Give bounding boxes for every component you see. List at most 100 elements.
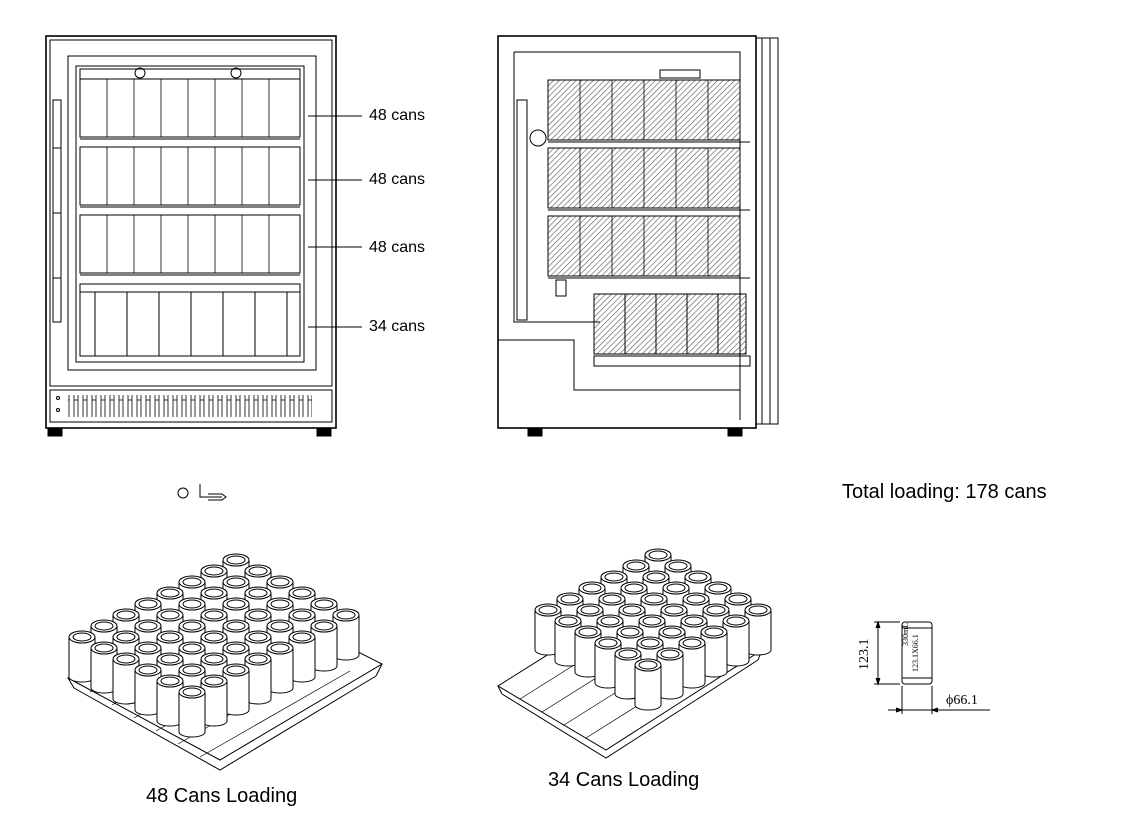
can-top-rim <box>558 616 578 626</box>
can-top-rim <box>204 632 224 642</box>
can-top-rim <box>622 605 642 615</box>
can-top-rim <box>684 616 704 626</box>
can-top-rim <box>660 649 680 659</box>
can-top-rim <box>116 632 136 642</box>
can-top-rim <box>604 572 624 582</box>
can-top-rim <box>666 583 686 593</box>
can-top-rim <box>226 621 246 631</box>
can-top-rim <box>538 605 558 615</box>
can-top-rim <box>706 605 726 615</box>
can-top-rim <box>638 660 658 670</box>
can-print-line1: 330mL <box>901 622 910 646</box>
tray-34-illustration <box>497 548 772 759</box>
can-top-rim <box>708 583 728 593</box>
can-top-rim <box>226 599 246 609</box>
can-top-rim <box>182 665 202 675</box>
tray-34-caption: 34 Cans Loading <box>548 769 700 791</box>
can-top-rim <box>686 594 706 604</box>
can-top-rim <box>580 605 600 615</box>
can-top-rim <box>270 621 290 631</box>
total-loading-label: Total loading: 178 cans <box>842 481 1047 503</box>
can-top-rim <box>94 643 114 653</box>
side-view <box>497 35 779 437</box>
can-top-rim <box>94 621 114 631</box>
can-top-rim <box>226 665 246 675</box>
front-shelf-1 <box>79 78 301 140</box>
can-top-rim <box>336 610 356 620</box>
can-top-rim <box>248 588 268 598</box>
can-top-rim <box>160 588 180 598</box>
can-top-rim <box>182 599 202 609</box>
can-top-rim <box>582 583 602 593</box>
can-top-rim <box>292 588 312 598</box>
can-top-rim <box>204 654 224 664</box>
shelf-label-4: 34 cans <box>369 318 426 335</box>
can-top-rim <box>600 616 620 626</box>
can-top-rim <box>314 621 334 631</box>
can-top-rim <box>270 599 290 609</box>
can-top-rim <box>578 627 598 637</box>
can-top-rim <box>248 632 268 642</box>
can-top-rim <box>226 577 246 587</box>
can-top-rim <box>248 610 268 620</box>
shelf-label-1: 48 cans <box>369 107 426 124</box>
can-top-rim <box>182 687 202 697</box>
can-top-rim <box>160 610 180 620</box>
front-bottom-shelf <box>79 283 301 357</box>
can-top-rim <box>204 610 224 620</box>
side-shelf-2 <box>547 147 750 211</box>
can-top-rim <box>292 632 312 642</box>
can-top-rim <box>248 566 268 576</box>
can-top-rim <box>182 621 202 631</box>
can-top-rim <box>138 621 158 631</box>
can-top-rim <box>226 643 246 653</box>
can-top-rim <box>648 550 668 560</box>
can-top-rim <box>182 577 202 587</box>
can-top-rim <box>72 632 92 642</box>
can-top-rim <box>270 577 290 587</box>
can-top-rim <box>138 665 158 675</box>
can-top-rim <box>618 649 638 659</box>
can-top-rim <box>646 572 666 582</box>
can-top-rim <box>116 654 136 664</box>
projection-symbol-icon <box>177 484 227 501</box>
can-top-rim <box>620 627 640 637</box>
can-top-rim <box>704 627 724 637</box>
can-top-rim <box>560 594 580 604</box>
can-top-rim <box>138 643 158 653</box>
can-top-rim <box>292 610 312 620</box>
can-top-rim <box>726 616 746 626</box>
can-print-line2: 123.1X66.1 <box>911 634 920 672</box>
can-top-rim <box>204 566 224 576</box>
can-top-rim <box>668 561 688 571</box>
can-top-rim <box>314 599 334 609</box>
can-top-rim <box>644 594 664 604</box>
side-bottom-crate <box>593 293 751 367</box>
can-top-rim <box>626 561 646 571</box>
can-body <box>634 665 662 711</box>
can-top-rim <box>598 638 618 648</box>
can-top-rim <box>602 594 622 604</box>
front-shelf-2 <box>79 146 301 208</box>
can-top-rim <box>138 599 158 609</box>
can-top-rim <box>182 643 202 653</box>
can-top-rim <box>226 555 246 565</box>
can-height-dimension: 123.1 <box>857 638 872 671</box>
can-top-rim <box>688 572 708 582</box>
can-top-rim <box>248 654 268 664</box>
can-top-rim <box>204 588 224 598</box>
shelf-label-2: 48 cans <box>369 171 426 188</box>
tray-48-illustration <box>66 553 384 771</box>
can-top-rim <box>748 605 768 615</box>
shelf-leaders <box>308 115 362 328</box>
can-top-rim <box>160 632 180 642</box>
can-top-rim <box>682 638 702 648</box>
can-body <box>178 692 206 738</box>
shelf-label-3: 48 cans <box>369 239 426 256</box>
can-top-rim <box>624 583 644 593</box>
front-view <box>45 35 337 437</box>
can-top-rim <box>160 654 180 664</box>
front-shelf-3 <box>79 214 301 276</box>
can-top-rim <box>204 676 224 686</box>
